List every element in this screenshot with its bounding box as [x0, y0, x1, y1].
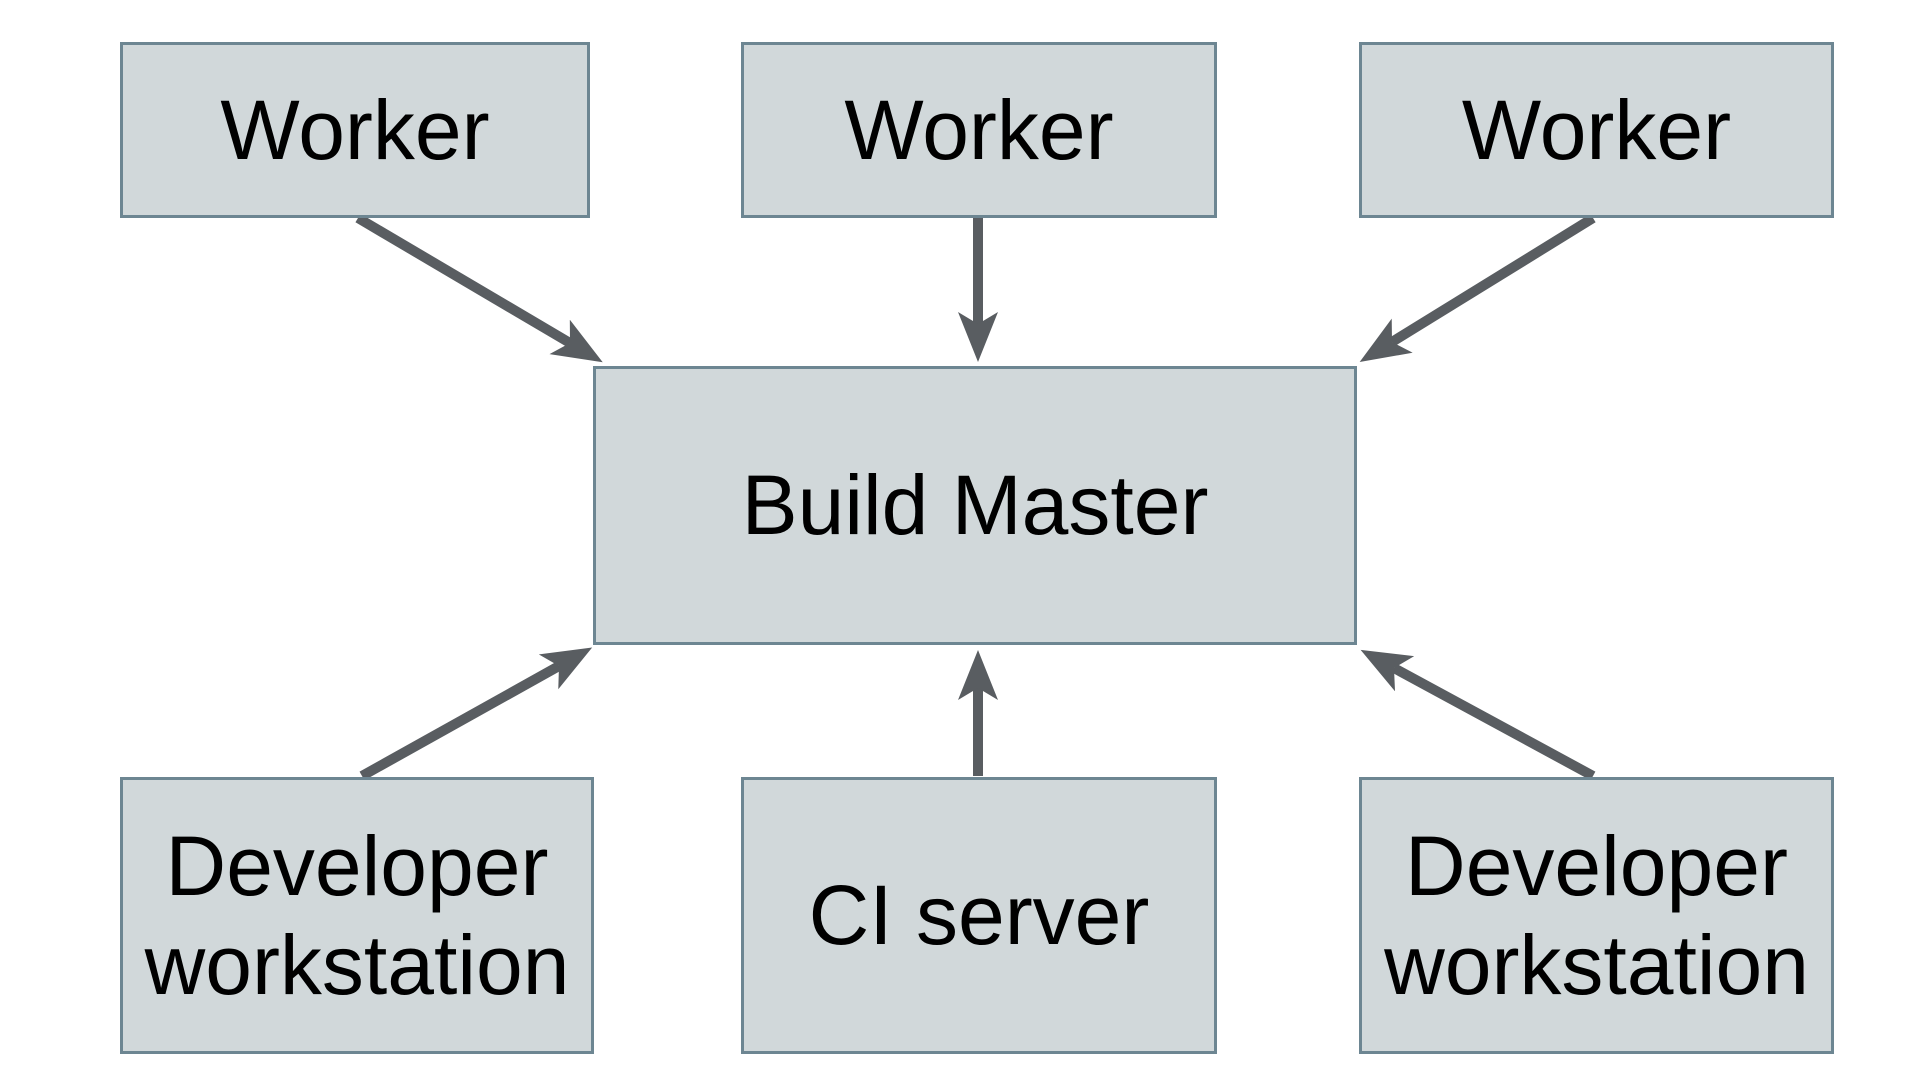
node-developer-workstation-right-label-line2: workstation	[1384, 917, 1809, 1012]
node-developer-workstation-right-label-line1: Developer	[1405, 819, 1788, 914]
arrow-worker1-to-buildmaster	[355, 213, 603, 363]
node-developer-workstation-left: Developer workstation	[120, 777, 594, 1054]
node-build-master: Build Master	[593, 366, 1357, 645]
node-ci-server: CI server	[741, 777, 1217, 1054]
arrow-worker3-to-buildmaster	[1359, 213, 1596, 362]
node-build-master-label: Build Master	[741, 458, 1209, 553]
node-developer-workstation-left-label-line2: workstation	[144, 917, 570, 1012]
node-worker-3-label: Worker	[1461, 82, 1732, 177]
node-developer-workstation-right: Developer workstation	[1359, 777, 1834, 1054]
node-developer-workstation-left-label-line1: Developer	[165, 819, 549, 914]
arrow-devworkstation-left-to-buildmaster	[359, 647, 593, 781]
node-ci-server-label: CI server	[808, 868, 1150, 963]
node-worker-1: Worker	[120, 42, 590, 218]
node-worker-2-label: Worker	[844, 82, 1114, 177]
node-worker-2: Worker	[741, 42, 1217, 218]
arrow-devworkstation-right-to-buildmaster	[1360, 649, 1596, 781]
node-worker-1-label: Worker	[220, 82, 490, 177]
node-worker-3: Worker	[1359, 42, 1834, 218]
